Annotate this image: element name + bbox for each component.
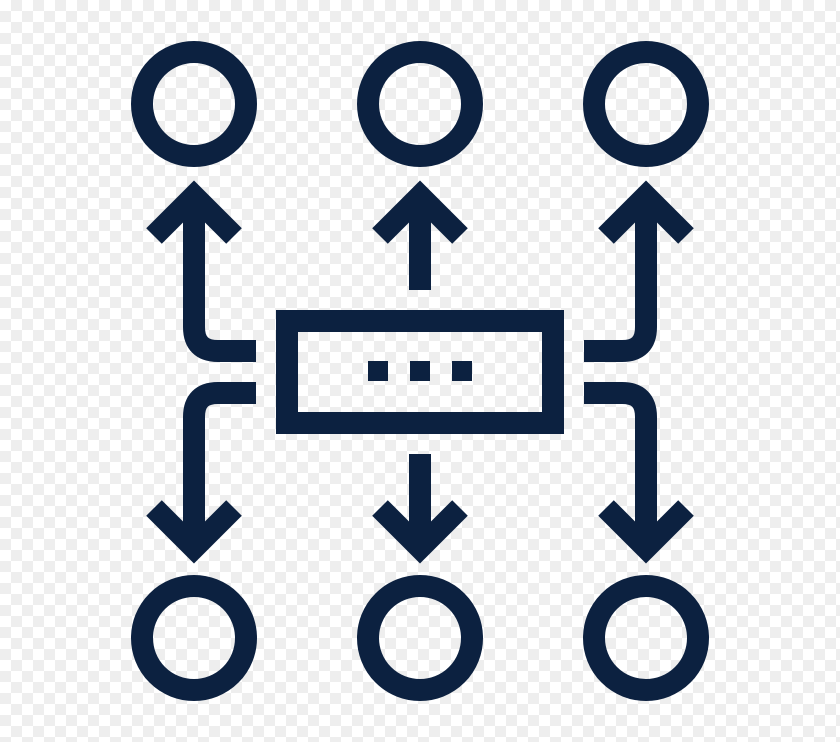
hub-dots xyxy=(368,361,472,381)
arrow-up-right xyxy=(584,180,694,362)
arrow-up-left xyxy=(146,180,256,362)
arrow-up-center xyxy=(372,180,468,290)
node-circle-bottom-left xyxy=(131,575,257,701)
arrow-down-right xyxy=(584,382,694,564)
node-circle-bottom-center xyxy=(357,575,483,701)
node-circle-top-right xyxy=(583,41,709,167)
arrow-down-center xyxy=(372,454,468,564)
hub-box xyxy=(276,310,564,434)
node-circle-top-center xyxy=(357,41,483,167)
hub-dot xyxy=(410,361,430,381)
hub-dot xyxy=(368,361,388,381)
node-circle-bottom-right xyxy=(583,575,709,701)
node-circle-top-left xyxy=(131,41,257,167)
hub-dot xyxy=(452,361,472,381)
arrow-down-left xyxy=(146,382,256,564)
